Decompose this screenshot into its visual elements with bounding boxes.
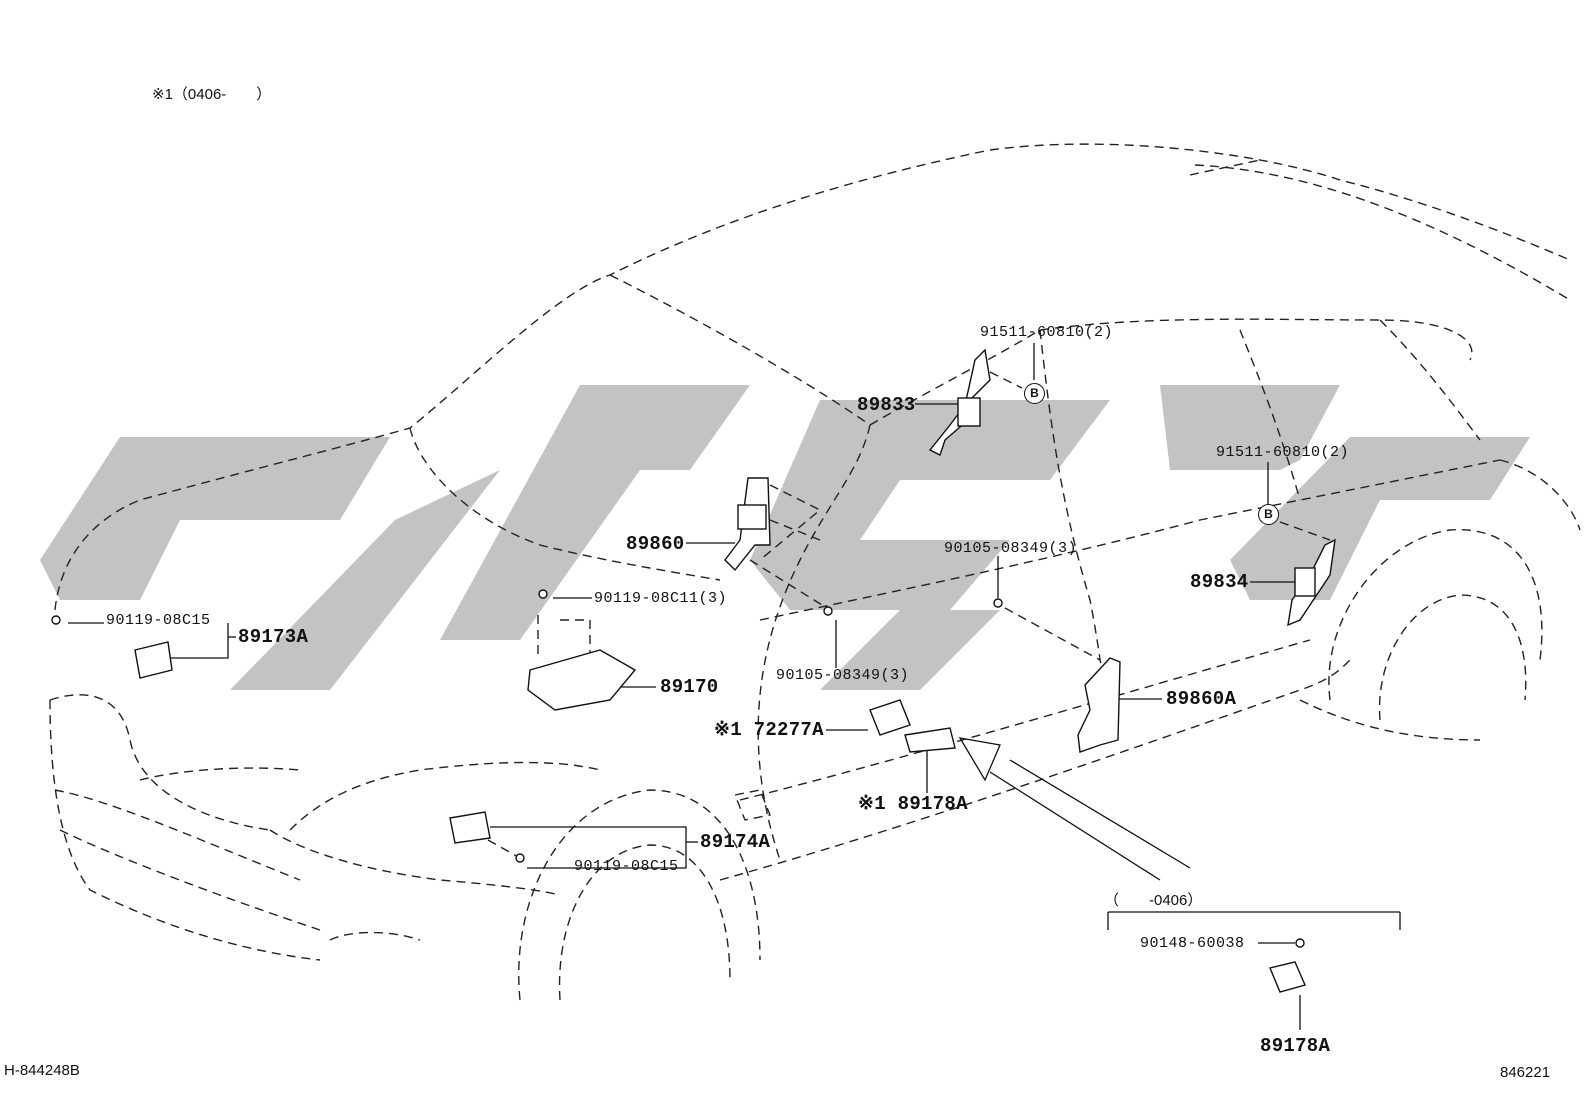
part-89860a-shape	[1077, 657, 1121, 753]
label-72277a[interactable]: ※1 72277A	[714, 719, 824, 741]
label-89860[interactable]: 89860	[626, 533, 685, 555]
part-72277a-bracket	[869, 699, 911, 736]
label-90105-08349-center[interactable]: 90105-08349(3)	[944, 540, 1078, 557]
label-89860a[interactable]: 89860A	[1166, 688, 1237, 710]
label-89174a[interactable]: 89174A	[700, 831, 771, 853]
watermark-shape-3	[440, 385, 750, 640]
part-89860-retractor	[737, 504, 767, 530]
label-89170[interactable]: 89170	[660, 676, 719, 698]
part-89174a-sensor	[449, 811, 491, 844]
car-body-outline	[49, 143, 1581, 1001]
bolt-90105-lower-icon	[823, 606, 833, 616]
leader-lines	[68, 343, 1401, 1030]
footer-right-code: 846221	[1500, 1064, 1551, 1081]
watermark-shape-6	[1160, 385, 1340, 470]
watermark-logo	[40, 385, 1530, 690]
dashed-connectors	[487, 371, 1331, 859]
label-89834[interactable]: 89834	[1190, 571, 1249, 593]
label-90119-08c15-front[interactable]: 90119-08C15	[106, 612, 211, 629]
parts	[51, 348, 1336, 993]
footer-left-code: H-844248B	[4, 1062, 80, 1079]
bolt-90105-center-icon	[993, 598, 1003, 608]
part-89173a-sensor	[134, 641, 173, 679]
watermark-shape-4	[750, 400, 1110, 610]
bolt-89170-icon	[538, 589, 548, 599]
callout-b-upper: B	[1024, 383, 1045, 404]
callout-b-rear: B	[1258, 504, 1279, 525]
label-90119-08c11[interactable]: 90119-08C11(3)	[594, 590, 728, 607]
label-90148-60038[interactable]: 90148-60038	[1140, 935, 1245, 952]
part-89170-module	[527, 649, 637, 711]
part-89178a-inset-sensor	[1269, 961, 1306, 993]
bolt-front-icon	[51, 615, 61, 625]
variant-note: ※1（0406- ）	[152, 86, 272, 103]
part-89178a-sensor	[904, 727, 956, 753]
label-91511-60810-rear[interactable]: 91511-60810(2)	[1216, 444, 1350, 461]
watermark-shape-2	[230, 470, 500, 690]
label-90105-08349-lower[interactable]: 90105-08349(3)	[776, 667, 910, 684]
label-89173a[interactable]: 89173A	[238, 626, 309, 648]
label-90119-08c15-lower[interactable]: 90119-08C15	[574, 858, 679, 875]
range-note: （ -0406）	[1104, 892, 1203, 909]
label-91511-60810-upper[interactable]: 91511-60810(2)	[980, 324, 1114, 341]
watermark-shape-7	[1230, 437, 1530, 600]
bolt-inset-icon	[1295, 938, 1305, 948]
part-89834-retractor	[1294, 567, 1316, 597]
label-89833[interactable]: 89833	[857, 394, 916, 416]
label-89178a-inset[interactable]: 89178A	[1260, 1035, 1331, 1057]
bolt-89174a-icon	[515, 853, 525, 863]
part-89833-retractor	[957, 397, 981, 427]
watermark-shape-5	[820, 610, 1000, 690]
part-89833-shape	[928, 348, 991, 456]
watermark-shape-1	[40, 437, 390, 600]
label-89178a-main[interactable]: ※1 89178A	[858, 793, 968, 815]
